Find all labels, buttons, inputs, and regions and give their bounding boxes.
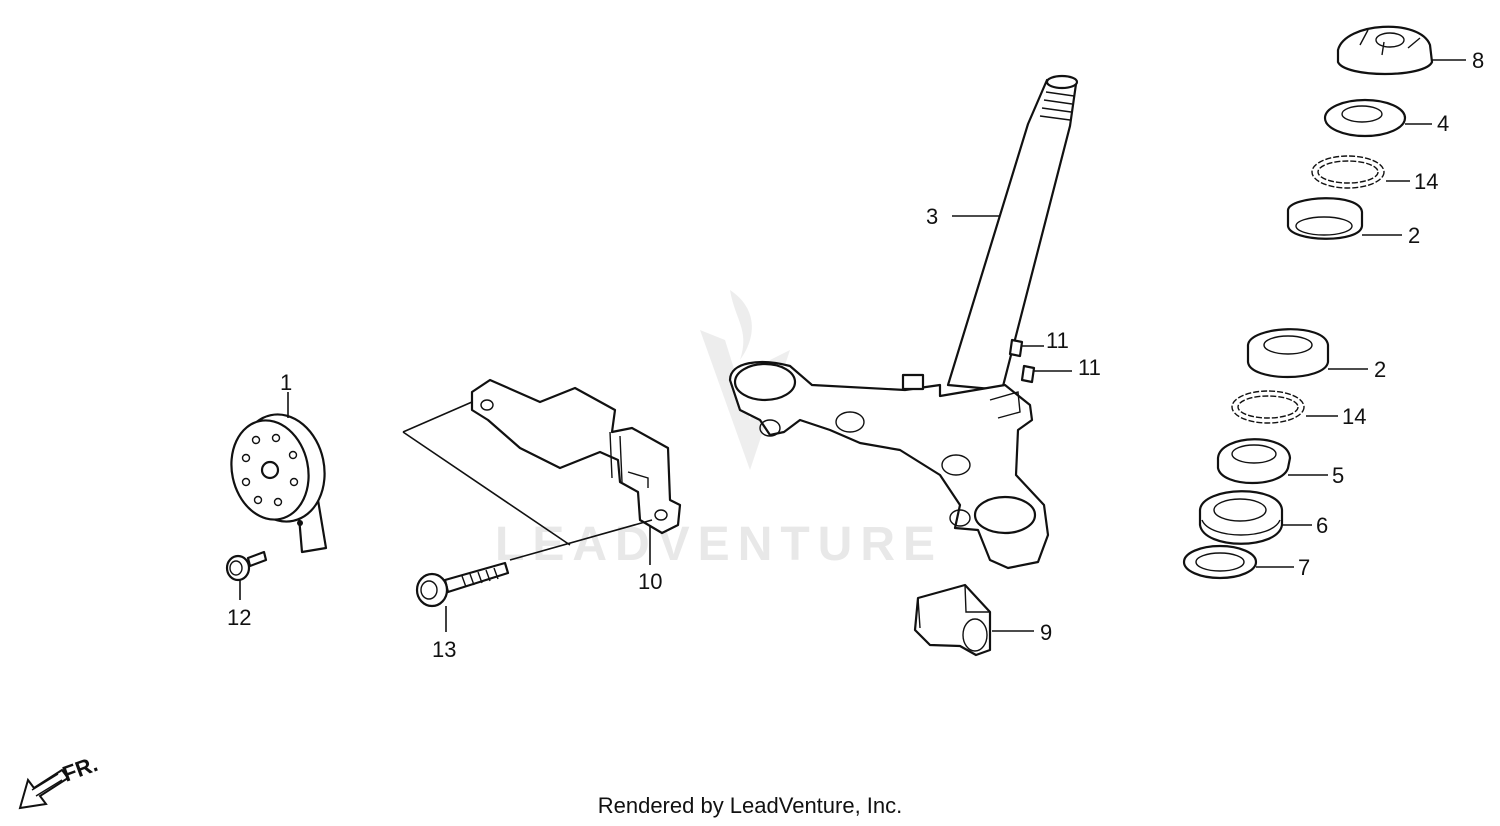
- bolt-13-part[interactable]: [415, 561, 510, 608]
- callout-4: 4: [1437, 111, 1449, 136]
- nut-8-part[interactable]: [1336, 25, 1434, 76]
- bracket-10-part[interactable]: [470, 378, 682, 535]
- cone-5-part[interactable]: [1216, 438, 1292, 484]
- callout-2a: 2: [1408, 223, 1420, 248]
- clamp-9-part[interactable]: [913, 583, 992, 657]
- callout-1: 1: [280, 370, 292, 395]
- front-arrow-icon: [18, 768, 70, 810]
- callout-12: 12: [227, 605, 251, 630]
- callout-11b: 11: [1078, 355, 1101, 380]
- cone-4-part[interactable]: [1323, 98, 1407, 138]
- bolt-12-part[interactable]: [225, 550, 268, 582]
- balls-14-upper-part[interactable]: [1311, 155, 1385, 189]
- steering-stem-part[interactable]: [728, 74, 1079, 570]
- callout-7: 7: [1298, 555, 1310, 580]
- screw-11-parts[interactable]: [1008, 338, 1036, 384]
- footer-credit: Rendered by LeadVenture, Inc.: [597, 793, 903, 818]
- callout-6: 6: [1316, 513, 1328, 538]
- callout-9: 9: [1040, 620, 1052, 645]
- washer-7-part[interactable]: [1182, 544, 1258, 580]
- callout-11a: 11: [1046, 328, 1069, 353]
- callout-3: 3: [926, 204, 938, 229]
- front-indicator-label: FR.: [59, 751, 101, 787]
- callout-10: 10: [638, 569, 662, 594]
- callout-2b: 2: [1374, 357, 1386, 382]
- balls-14-lower-part[interactable]: [1231, 390, 1305, 424]
- race-2-lower-part[interactable]: [1246, 328, 1330, 378]
- horn-part[interactable]: [222, 406, 334, 554]
- race-2-upper-part[interactable]: [1286, 197, 1364, 240]
- callout-8: 8: [1472, 48, 1484, 73]
- callout-5: 5: [1332, 463, 1344, 488]
- callout-14a: 14: [1414, 169, 1438, 194]
- seal-6-part[interactable]: [1198, 490, 1284, 545]
- callout-13: 13: [432, 637, 456, 662]
- callout-14b: 14: [1342, 404, 1366, 429]
